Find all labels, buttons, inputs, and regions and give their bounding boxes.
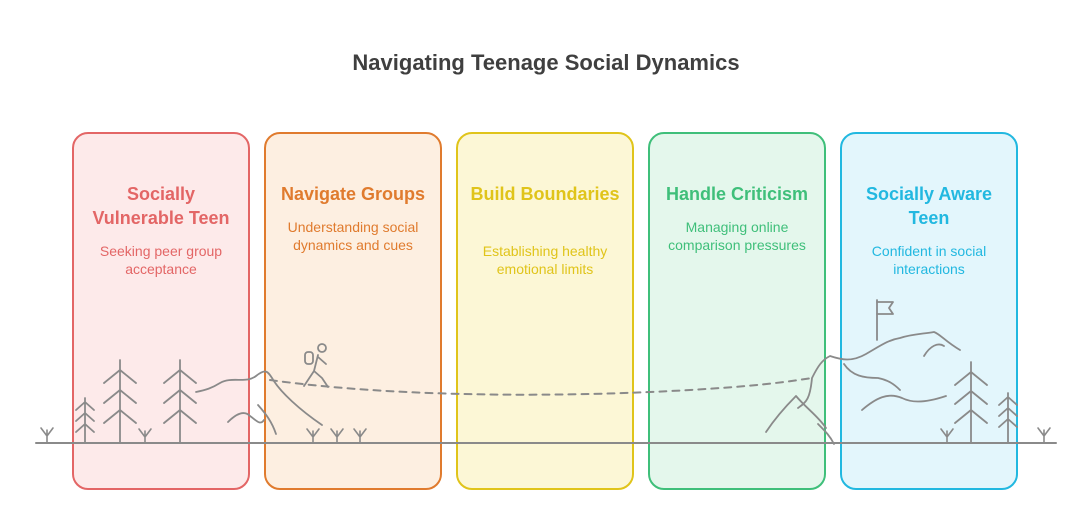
stage-card-3: Build Boundaries Establishing healthy em… xyxy=(456,132,634,490)
stage-card-2: Navigate Groups Understanding social dyn… xyxy=(264,132,442,490)
stage-title: Socially Vulnerable Teen xyxy=(92,184,230,228)
stage-title: Socially Aware Teen xyxy=(865,184,993,228)
stage-description: Understanding social dynamics and cues xyxy=(287,219,419,253)
stage-description: Confident in social interactions xyxy=(871,243,987,277)
stage-description: Managing online comparison pressures xyxy=(668,219,806,253)
stage-title: Build Boundaries xyxy=(470,184,620,204)
stage-description: Seeking peer group acceptance xyxy=(99,243,223,277)
stage-title: Handle Criticism xyxy=(665,184,809,204)
stage-description: Establishing healthy emotional limits xyxy=(482,243,608,277)
diagram-title: Navigating Teenage Social Dynamics xyxy=(352,50,740,75)
stage-card-4: Handle Criticism Managing online compari… xyxy=(648,132,826,490)
stage-card-5: Socially Aware Teen Confident in social … xyxy=(840,132,1018,490)
stage-title: Navigate Groups xyxy=(280,184,426,204)
stage-card-1: Socially Vulnerable Teen Seeking peer gr… xyxy=(72,132,250,490)
